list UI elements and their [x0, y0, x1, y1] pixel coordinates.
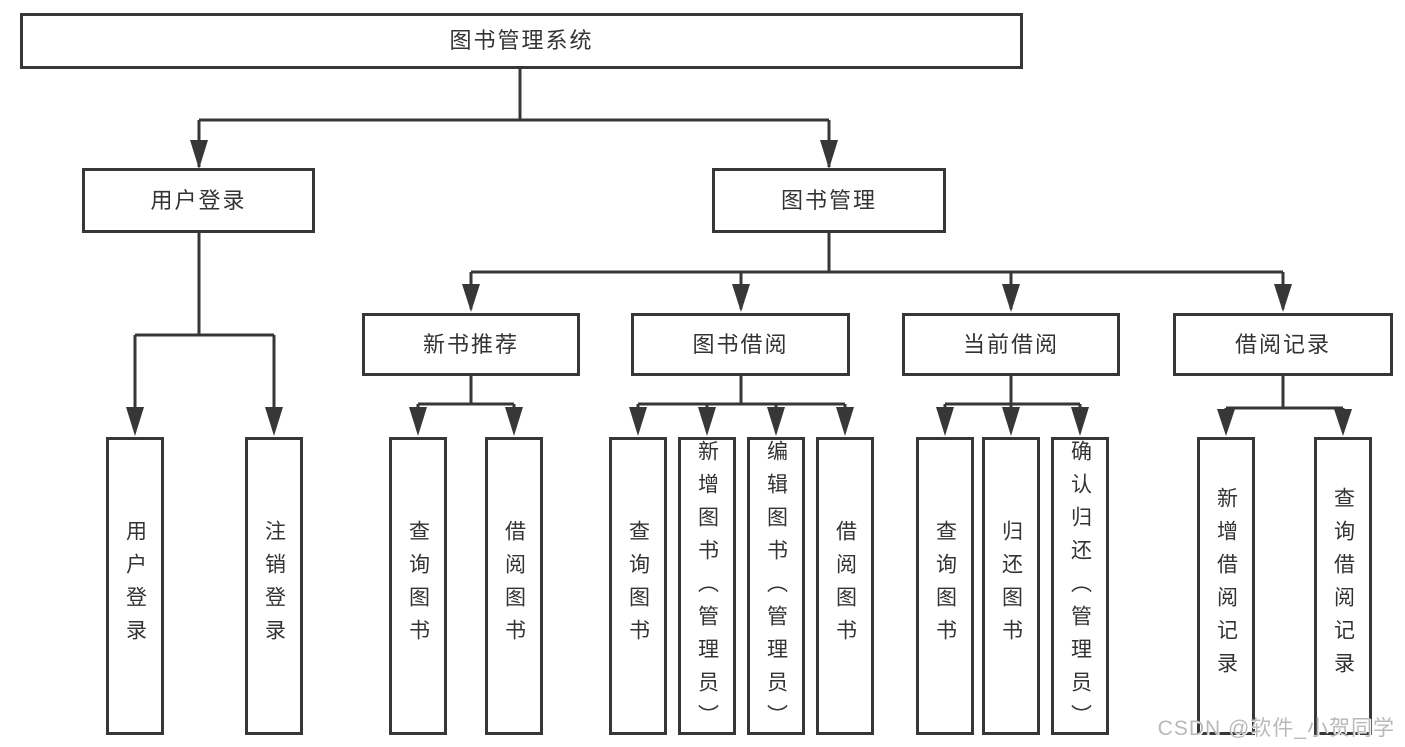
node-leaf-query-book-2: 查询图书 [609, 437, 667, 735]
node-leaf-edit-book-admin: 编辑图书（管理员） [747, 437, 805, 737]
node-leaf-user-login: 用户登录 [106, 437, 164, 735]
connector-book-management-to-sections [462, 233, 1292, 312]
node-leaf-query-borrow-record: 查询借阅记录 [1314, 437, 1372, 735]
connector-root-to-branches [190, 69, 838, 169]
node-leaf-add-book-admin: 新增图书（管理员） [678, 437, 736, 737]
connector-current-borrow-to-leaves [936, 376, 1089, 436]
node-borrow-records: 借阅记录 [1173, 313, 1393, 376]
connector-new-book-recommend-to-leaves [409, 376, 523, 436]
node-leaf-return-book: 归还图书 [982, 437, 1040, 735]
node-leaf-borrow-book-2: 借阅图书 [816, 437, 874, 735]
node-book-borrow: 图书借阅 [631, 313, 850, 376]
node-leaf-query-book-3: 查询图书 [916, 437, 974, 735]
node-leaf-add-borrow-record: 新增借阅记录 [1197, 437, 1255, 735]
node-root: 图书管理系统 [20, 13, 1023, 69]
node-current-borrow: 当前借阅 [902, 313, 1120, 376]
connector-borrow-records-to-leaves [1217, 376, 1352, 436]
watermark: CSDN @软件_小贺同学 [1157, 717, 1395, 740]
node-new-book-recommend: 新书推荐 [362, 313, 580, 376]
node-leaf-query-book-1: 查询图书 [389, 437, 447, 735]
node-user-login: 用户登录 [82, 168, 315, 233]
node-leaf-borrow-book-1: 借阅图书 [485, 437, 543, 735]
node-leaf-confirm-return-admin: 确认归还（管理员） [1051, 437, 1109, 737]
connector-user-login-to-leaves [126, 233, 283, 436]
connector-book-borrow-to-leaves [629, 376, 854, 436]
node-leaf-logout-login: 注销登录 [245, 437, 303, 735]
node-book-management: 图书管理 [712, 168, 946, 233]
